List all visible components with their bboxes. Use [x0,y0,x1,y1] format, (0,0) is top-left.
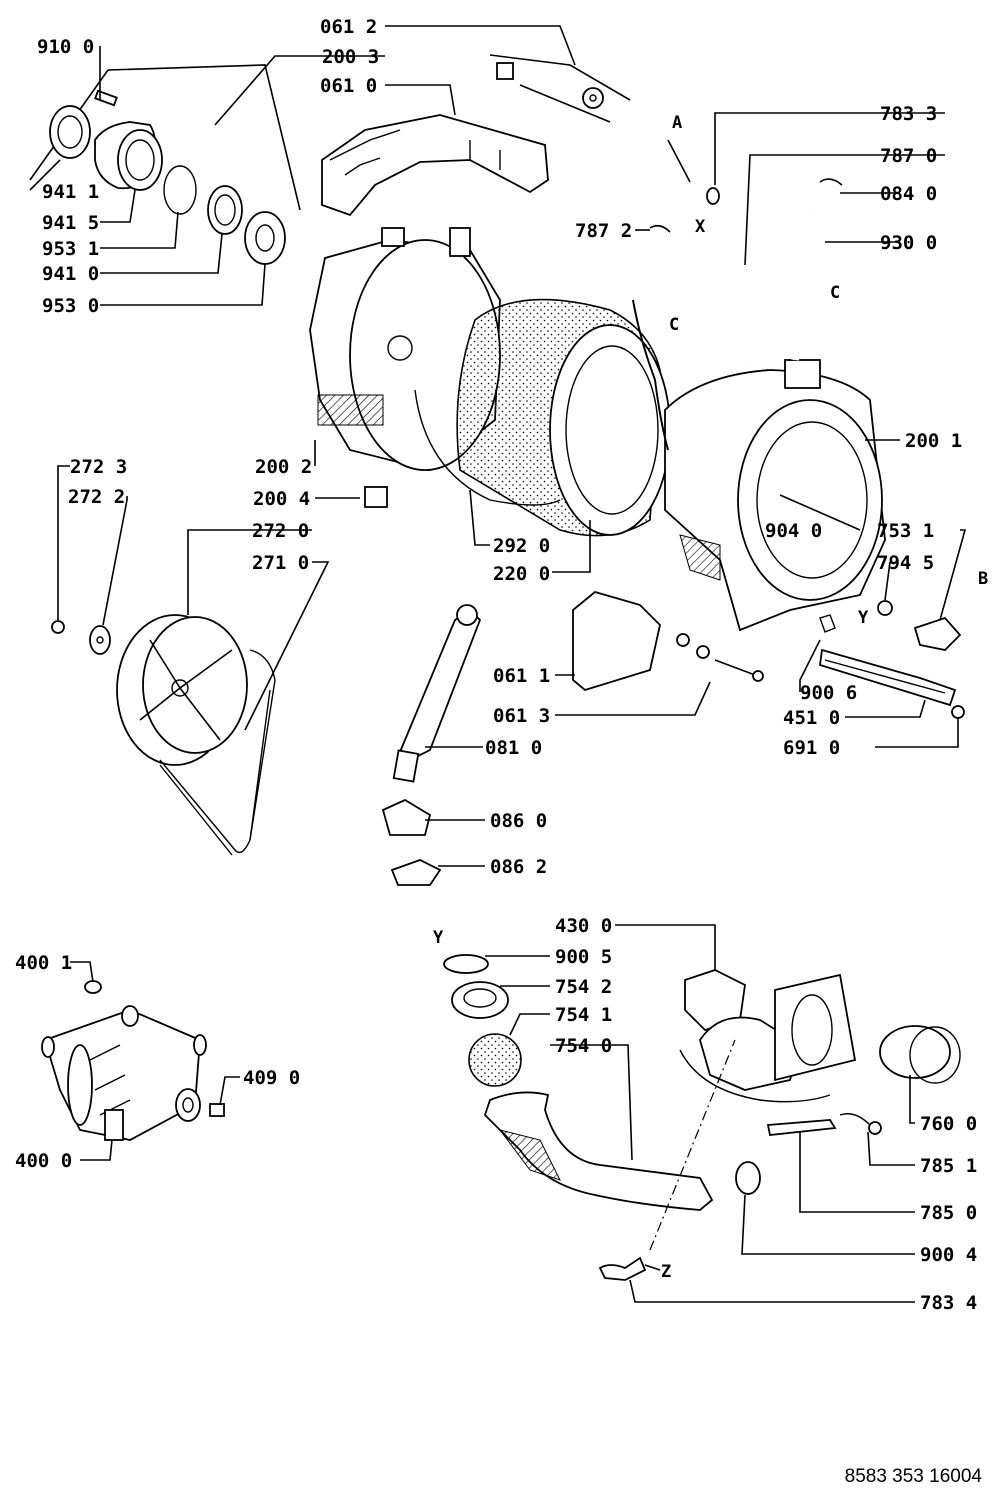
front-tub-drawing [664,359,886,632]
ref-letter-z: Z [661,1262,671,1282]
label-900-6: 900 6 [800,682,857,704]
label-754-1: 754 1 [555,1004,612,1026]
label-941-5: 941 5 [42,212,99,234]
motor-drawing [41,980,225,1141]
label-086-2: 086 2 [490,856,547,878]
label-200-1: 200 1 [905,430,962,452]
ref-letter-y-bottom: Y [433,928,444,948]
label-200-4: 200 4 [253,488,310,510]
front-weight-drawing [572,591,764,692]
label-754-0: 754 0 [555,1035,612,1057]
label-400-1: 400 1 [15,952,72,974]
label-910-0: 910 0 [37,36,94,58]
counterweight-drawing [321,114,549,217]
label-061-0: 061 0 [320,75,377,97]
reference-letters: A X C C Y B Y Z [433,113,988,1282]
label-783-3: 783 3 [880,103,937,125]
weight-bolts-drawing [489,54,631,123]
label-084-0: 084 0 [880,183,937,205]
label-783-4: 783 4 [920,1292,977,1314]
ref-letter-y-top: Y [858,608,869,628]
label-900-5: 900 5 [555,946,612,968]
ref-letter-x: X [695,217,706,237]
label-271-0: 271 0 [252,552,309,574]
ref-letter-a: A [672,113,682,133]
label-753-1: 753 1 [877,520,934,542]
bearing-group-drawing [29,64,301,265]
label-400-0: 400 0 [15,1150,72,1172]
label-272-2: 272 2 [68,486,125,508]
label-787-2: 787 2 [575,220,632,242]
pulley-and-belt-drawing [51,614,276,856]
label-451-0: 451 0 [783,707,840,729]
label-691-0: 691 0 [783,737,840,759]
part-labels: 061 2 910 0 200 3 061 0 783 3 787 0 084 … [15,16,977,1314]
label-941-0: 941 0 [42,263,99,285]
label-900-4: 900 4 [920,1244,977,1266]
ref-letter-b: B [978,569,988,589]
label-953-1: 953 1 [42,238,99,260]
label-760-0: 760 0 [920,1113,977,1135]
heater-drawing [819,600,965,719]
label-220-0: 220 0 [493,563,550,585]
label-200-2: 200 2 [255,456,312,478]
label-409-0: 409 0 [243,1067,300,1089]
label-754-2: 754 2 [555,976,612,998]
label-086-0: 086 0 [490,810,547,832]
label-904-0: 904 0 [765,520,822,542]
label-272-3: 272 3 [70,456,127,478]
label-785-1: 785 1 [920,1155,977,1177]
hoses-drawing [632,139,843,451]
label-930-0: 930 0 [880,232,937,254]
label-081-0: 081 0 [485,737,542,759]
document-number: 8583 353 16004 [844,1466,982,1487]
leader-lines [29,25,967,1303]
label-061-1: 061 1 [493,665,550,687]
label-200-3: 200 3 [322,46,379,68]
pump-group-drawing [443,954,961,1281]
label-061-2: 061 2 [320,16,377,38]
label-430-0: 430 0 [555,915,612,937]
drum-drawing [414,298,671,537]
ref-letter-c-right: C [830,283,840,303]
label-785-0: 785 0 [920,1202,977,1224]
label-953-0: 953 0 [42,295,99,317]
ref-letter-c-left: C [669,315,679,335]
label-292-0: 292 0 [493,535,550,557]
label-794-5: 794 5 [877,552,934,574]
label-272-0: 272 0 [252,520,309,542]
label-941-1: 941 1 [42,181,99,203]
shock-absorber-drawing [364,486,482,886]
label-061-3: 061 3 [493,705,550,727]
label-787-0: 787 0 [880,145,937,167]
